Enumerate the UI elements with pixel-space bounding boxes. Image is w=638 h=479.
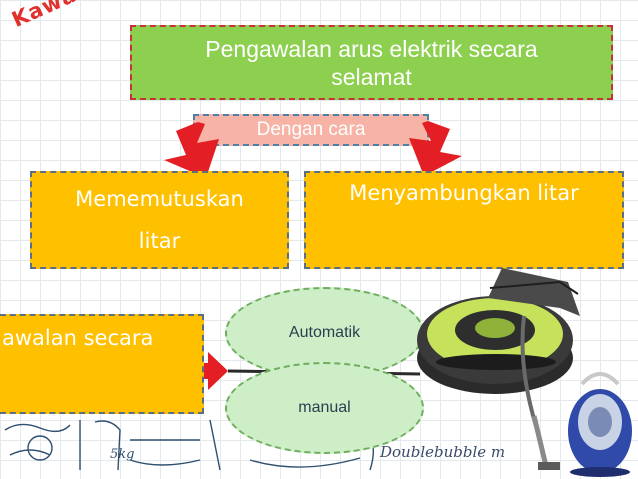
branch-disconnect: Mememutuskan litar <box>30 171 289 269</box>
control-text: awalan secara <box>2 326 154 350</box>
sketch-label: 5kg <box>110 447 134 462</box>
watermark-text: Doublebubble m <box>380 443 506 461</box>
arrow-mid-icon <box>184 352 228 390</box>
option-manual-label: manual <box>298 399 351 416</box>
branch-connect-text: Menyambungkan litar <box>349 181 579 205</box>
title-text: Pengawalan arus elektrik secara selamat <box>205 35 538 90</box>
title-box: Pengawalan arus elektrik secara selamat <box>130 25 613 100</box>
robot-vacuum-icon <box>417 268 580 394</box>
branch-disconnect-line2: litar <box>138 229 181 253</box>
arrow-left-icon <box>164 122 219 178</box>
branch-connect: Menyambungkan litar <box>304 171 624 269</box>
method-text: Dengan cara <box>256 119 366 140</box>
control-box: awalan secara <box>0 314 204 414</box>
canister-vacuum-icon <box>520 316 632 477</box>
option-manual: manual <box>225 362 424 454</box>
branch-disconnect-line1: Mememutuskan <box>75 187 244 211</box>
option-automatic-label: Automatik <box>288 324 361 341</box>
arrow-right-icon <box>409 121 462 176</box>
